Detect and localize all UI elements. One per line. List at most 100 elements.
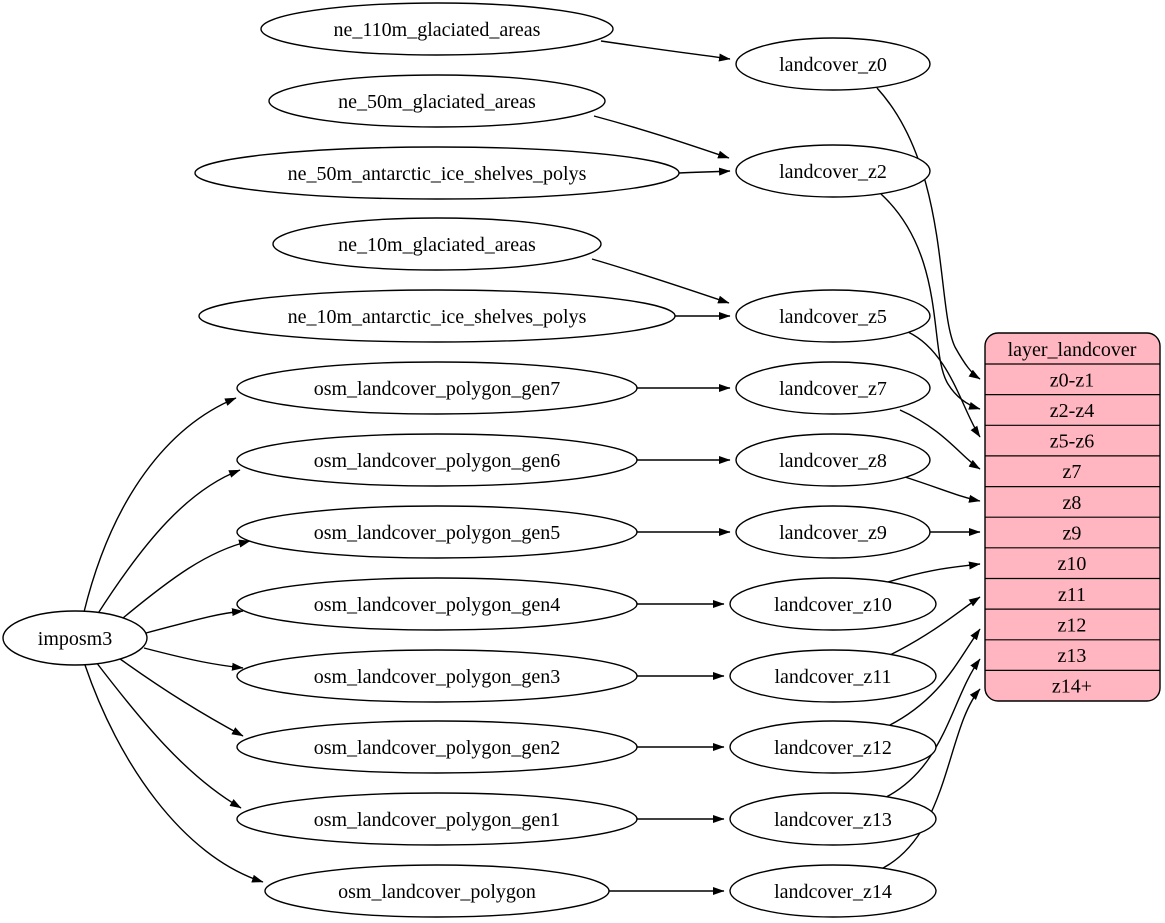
node-landcover-z13: landcover_z13 (729, 792, 937, 846)
edge-z14-to-row-z14plus (874, 688, 981, 873)
z11-label: landcover_z11 (775, 666, 892, 688)
gen1-label: osm_landcover_polygon_gen1 (314, 809, 561, 831)
z2-ellipse (735, 144, 931, 198)
imposm3-ellipse (2, 610, 148, 666)
node-osm-landcover-polygon-gen2: osm_landcover_polygon_gen2 (236, 720, 638, 774)
node-imposm3: imposm3 (2, 610, 148, 666)
table-row-z0-z1: z0-z1 (1050, 369, 1094, 391)
node-landcover-z0: landcover_z0 (735, 37, 931, 91)
edge-group (83, 40, 981, 895)
node-landcover-z7: landcover_z7 (735, 361, 931, 415)
z10-label: landcover_z10 (774, 594, 892, 616)
edge-z10-to-row-z10 (881, 561, 981, 585)
node-landcover-z12: landcover_z12 (729, 720, 937, 774)
ne-10m-label: ne_10m_glaciated_areas (338, 234, 536, 256)
node-landcover-z10: landcover_z10 (729, 577, 937, 631)
edge-z12-to-row-z12 (881, 628, 981, 730)
z13-label: landcover_z13 (774, 809, 892, 831)
polygon-ellipse (264, 864, 610, 918)
node-landcover-z5: landcover_z5 (735, 289, 931, 343)
gen3-label: osm_landcover_polygon_gen3 (314, 666, 561, 688)
edge-imposm3-to-gen5 (116, 539, 251, 624)
edge-imposm3-to-gen3 (143, 647, 244, 671)
node-ne-50m-antarctic-ice-shelves-polys: ne_50m_antarctic_ice_shelves_polys (194, 146, 680, 200)
node-osm-landcover-polygon-gen4: osm_landcover_polygon_gen4 (236, 577, 638, 631)
gen7-label: osm_landcover_polygon_gen7 (314, 378, 561, 400)
edge-z8-to-row-z8 (904, 476, 981, 503)
edge-ne110m-to-z0 (600, 40, 731, 62)
table-row-z13: z13 (1058, 645, 1087, 667)
node-landcover-z8: landcover_z8 (735, 433, 931, 487)
table-row-z14plus: z14+ (1052, 676, 1092, 698)
gen5-ellipse (236, 505, 638, 559)
edge-ne10m-to-z5 (591, 258, 730, 304)
gen4-label: osm_landcover_polygon_gen4 (314, 594, 561, 616)
z8-label: landcover_z8 (779, 450, 887, 472)
node-ne-10m-antarctic-ice-shelves-polys: ne_10m_antarctic_ice_shelves_polys (198, 289, 676, 343)
edge-imposm3-to-gen7 (83, 397, 237, 613)
z10-ellipse (729, 577, 937, 631)
ne-110m-label: ne_110m_glaciated_areas (334, 19, 541, 41)
edge-imposm3-to-gen6 (96, 469, 241, 616)
node-osm-landcover-polygon-gen7: osm_landcover_polygon_gen7 (236, 361, 638, 415)
node-landcover-z9: landcover_z9 (735, 505, 931, 559)
table-row-z5-z6: z5-z6 (1050, 431, 1094, 453)
ne-50m-ice-ellipse (194, 146, 680, 200)
ne-50m-label: ne_50m_glaciated_areas (338, 91, 536, 113)
z9-ellipse (735, 505, 931, 559)
gen1-ellipse (236, 792, 638, 846)
layer-landcover-title: layer_landcover (1008, 339, 1137, 361)
node-landcover-z11: landcover_z11 (729, 649, 937, 703)
ne-10m-ice-ellipse (198, 289, 676, 343)
z9-label: landcover_z9 (779, 522, 887, 544)
gen6-label: osm_landcover_polygon_gen6 (314, 450, 561, 472)
gen2-ellipse (236, 720, 638, 774)
z13-ellipse (729, 792, 937, 846)
edge-ne50m-ice-to-z2 (678, 167, 731, 176)
edge-z7-to-row-z7 (899, 409, 981, 470)
edge-z13-to-row-z13 (877, 658, 981, 802)
z0-ellipse (735, 37, 931, 91)
edge-z5-to-row-z5-z6 (907, 331, 981, 438)
gen3-ellipse (236, 649, 638, 703)
node-osm-landcover-polygon-gen5: osm_landcover_polygon_gen5 (236, 505, 638, 559)
z8-ellipse (735, 433, 931, 487)
table-layer-landcover: layer_landcover z0-z1 z2-z4 z5-z6 z7 z8 … (984, 332, 1161, 702)
z2-label: landcover_z2 (779, 161, 887, 183)
edge-imposm3-to-gen2 (115, 655, 244, 737)
ne-10m-ellipse (272, 217, 602, 271)
node-ne-50m-glaciated-areas: ne_50m_glaciated_areas (268, 74, 606, 128)
table-row-z7: z7 (1063, 461, 1082, 483)
gen7-ellipse (236, 361, 638, 415)
edge-imposm3-to-polygon (84, 664, 264, 883)
z7-label: landcover_z7 (779, 378, 887, 400)
node-osm-landcover-polygon-gen3: osm_landcover_polygon_gen3 (236, 649, 638, 703)
z7-ellipse (735, 361, 931, 415)
node-osm-landcover-polygon: osm_landcover_polygon (264, 864, 610, 918)
gen5-label: osm_landcover_polygon_gen5 (314, 522, 561, 544)
z5-label: landcover_z5 (779, 306, 887, 328)
node-landcover-z2: landcover_z2 (735, 144, 931, 198)
table-row-z8: z8 (1063, 492, 1082, 514)
edge-ne50m-to-z2 (593, 115, 730, 159)
edge-imposm3-to-gen1 (95, 661, 242, 809)
gen2-label: osm_landcover_polygon_gen2 (314, 737, 561, 759)
table-row-z12: z12 (1058, 614, 1087, 636)
z12-label: landcover_z12 (774, 737, 892, 759)
z14-label: landcover_z14 (774, 881, 892, 903)
edge-z0-to-row-z0-z1 (876, 87, 981, 380)
z12-ellipse (729, 720, 937, 774)
ne-50m-ellipse (268, 74, 606, 128)
node-landcover-z14: landcover_z14 (729, 864, 937, 918)
imposm3-label: imposm3 (38, 628, 112, 650)
node-ne-10m-glaciated-areas: ne_10m_glaciated_areas (272, 217, 602, 271)
z11-ellipse (729, 649, 937, 703)
ne-10m-ice-label: ne_10m_antarctic_ice_shelves_polys (288, 306, 587, 328)
edge-z11-to-row-z11 (885, 596, 981, 658)
edge-imposm3-to-gen4 (145, 608, 244, 634)
table-row-z9: z9 (1063, 523, 1082, 545)
z5-ellipse (735, 289, 931, 343)
polygon-label: osm_landcover_polygon (338, 881, 536, 903)
